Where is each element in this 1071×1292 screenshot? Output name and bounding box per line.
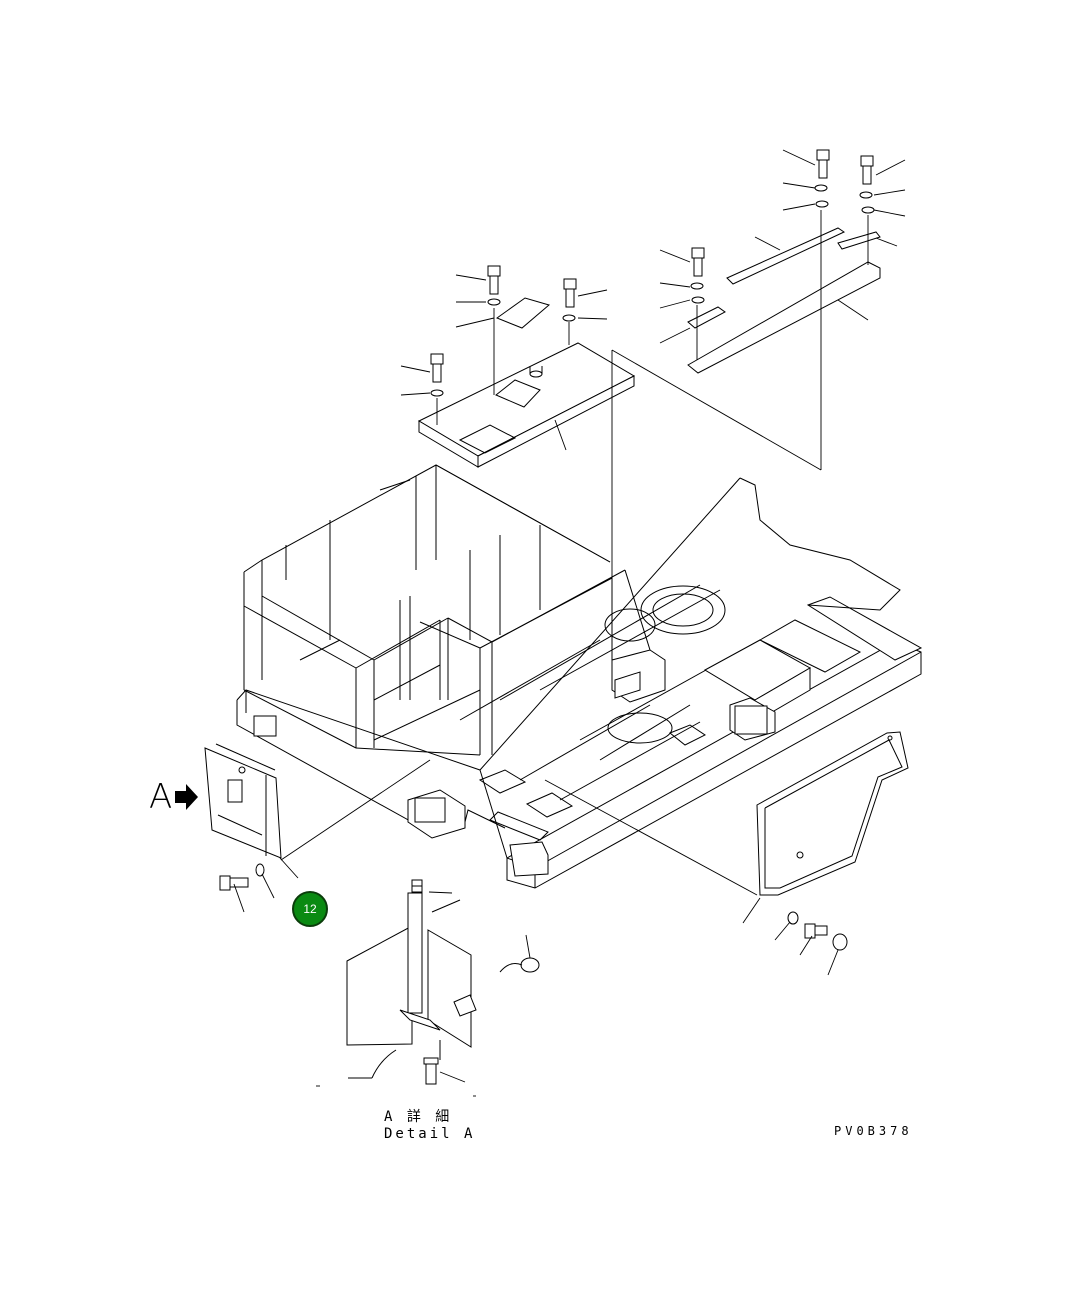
floor-frame-structure: [243, 464, 651, 756]
detail-caption: A 詳 細 Detail A: [384, 1109, 475, 1143]
revolving-frame: [236, 477, 923, 889]
detail-caption-english: Detail A: [384, 1126, 476, 1142]
view-direction-arrow-icon: [175, 784, 198, 810]
left-side-cover: [204, 743, 282, 859]
view-label: A: [149, 777, 173, 817]
callout-marker-number: 12: [303, 902, 317, 916]
detail-a-illustration: [346, 879, 540, 1085]
top-cover-plate: [417, 297, 636, 468]
right-side-cover: [756, 731, 909, 896]
drawing-number: PV0B378: [834, 1124, 913, 1138]
fasteners: [219, 149, 875, 951]
leader-lines: [233, 149, 906, 1097]
upper-right-bars: [687, 227, 881, 374]
callout-marker-12[interactable]: 12: [292, 891, 328, 927]
detail-caption-japanese: A 詳 細: [384, 1109, 453, 1125]
